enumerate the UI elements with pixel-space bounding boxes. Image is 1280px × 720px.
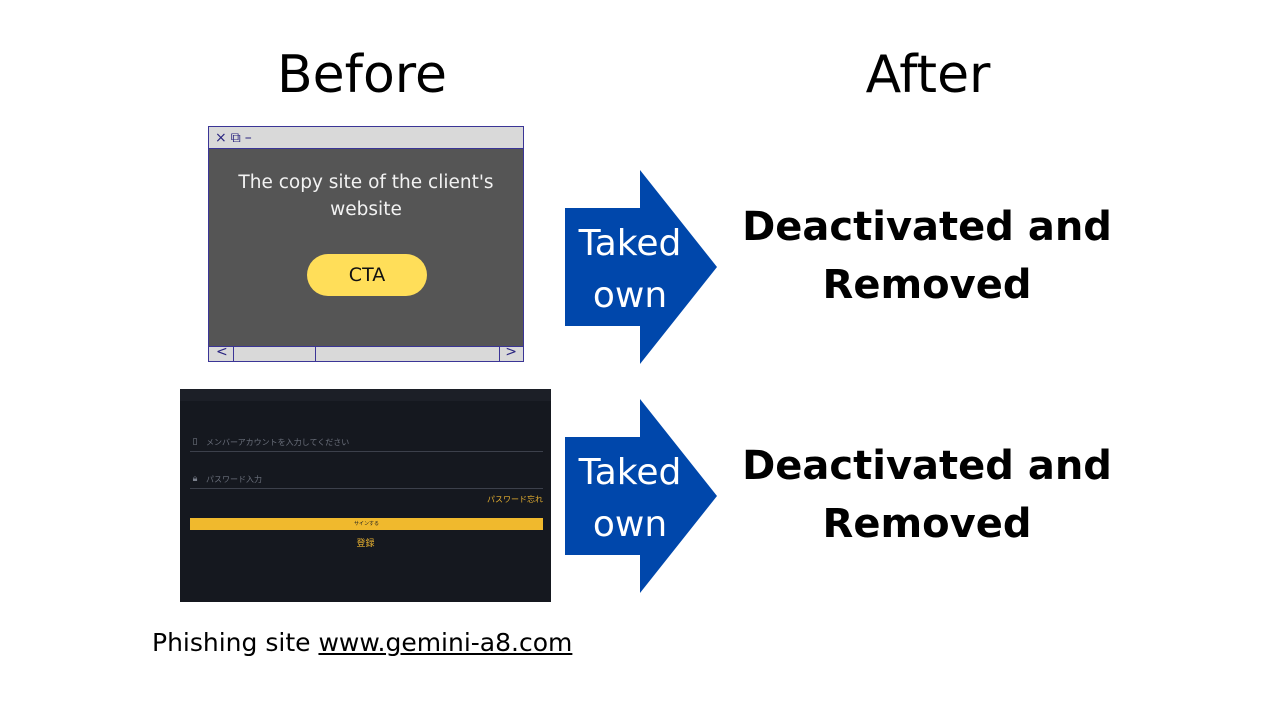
takedown-label-2: Taked own bbox=[565, 447, 695, 551]
close-icon[interactable]: × bbox=[215, 131, 227, 145]
caption: Phishing site www.gemini-a8.com bbox=[152, 626, 572, 660]
phishing-url-link[interactable]: www.gemini-a8.com bbox=[318, 628, 572, 657]
before-heading: Before bbox=[162, 44, 562, 106]
phishing-site-screenshot: ▯ メンバーアカウントを入力してください 🔒︎ パスワード入力 パスワード忘れ … bbox=[180, 389, 551, 602]
signin-button: サインする bbox=[190, 518, 543, 530]
password-field: 🔒︎ パスワード入力 bbox=[190, 470, 543, 489]
scroll-left-icon[interactable]: < bbox=[216, 344, 228, 360]
lock-icon: 🔒︎ bbox=[190, 474, 200, 484]
register-link: 登録 bbox=[180, 536, 551, 549]
account-placeholder: メンバーアカウントを入力してください bbox=[206, 437, 349, 448]
mockup-scrollbar[interactable]: < > bbox=[209, 346, 523, 361]
mockup-text: The copy site of the client's website bbox=[209, 169, 523, 223]
scroll-right-icon[interactable]: > bbox=[505, 344, 517, 360]
mockup-titlebar: × ⧉ – bbox=[209, 127, 523, 149]
phone-icon: ▯ bbox=[190, 437, 200, 447]
phishing-header-bar bbox=[180, 389, 551, 401]
takedown-arrow-2: Taked own bbox=[565, 399, 717, 593]
takedown-arrow-1: Taked own bbox=[565, 170, 717, 364]
password-placeholder: パスワード入力 bbox=[206, 474, 262, 485]
copy-site-mockup: × ⧉ – The copy site of the client's webs… bbox=[208, 126, 524, 362]
caption-prefix: Phishing site bbox=[152, 628, 318, 657]
account-field: ▯ メンバーアカウントを入力してください bbox=[190, 433, 543, 452]
after-heading: After bbox=[728, 44, 1128, 106]
forgot-password-link: パスワード忘れ bbox=[487, 494, 543, 505]
takedown-label-1: Taked own bbox=[565, 218, 695, 322]
restore-icon[interactable]: ⧉ bbox=[231, 131, 241, 145]
cta-button[interactable]: CTA bbox=[307, 254, 427, 296]
result-text-1: Deactivated and Removed bbox=[727, 198, 1127, 314]
minimize-icon[interactable]: – bbox=[245, 131, 252, 145]
result-text-2: Deactivated and Removed bbox=[727, 437, 1127, 553]
